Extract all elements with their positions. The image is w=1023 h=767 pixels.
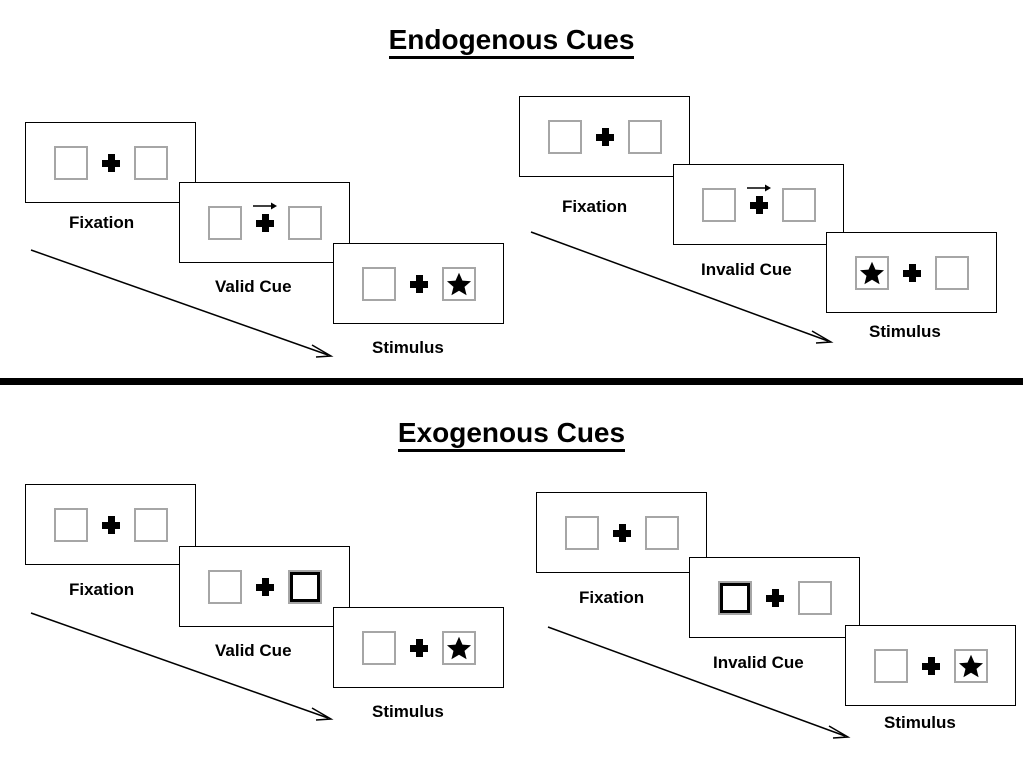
display-area <box>53 145 168 180</box>
fixation-cross-icon <box>255 577 274 596</box>
placeholder-box-right <box>797 580 832 615</box>
placeholder-box-right <box>644 515 679 550</box>
star-target-icon <box>958 654 983 677</box>
arrow-right-cue-icon <box>746 184 771 191</box>
display-area <box>207 569 322 604</box>
time-flow-arrow-exogenous-invalid <box>547 626 851 739</box>
caption-exogenous-valid-stimulus: Stimulus <box>372 702 444 721</box>
cue-box-right <box>287 569 322 604</box>
fixation-cross-icon <box>101 153 120 172</box>
fixation-cross-icon <box>595 127 614 146</box>
placeholder-box-left <box>53 507 88 542</box>
placeholder-box-left <box>564 515 599 550</box>
placeholder-box-left <box>361 266 396 301</box>
display-area <box>361 630 476 665</box>
section-title-exogenous: Exogenous Cues <box>0 417 1023 452</box>
section-title-endogenous: Endogenous Cues <box>0 24 1023 59</box>
placeholder-box-left <box>873 648 908 683</box>
panel-endogenous-valid-fixation <box>25 122 196 203</box>
star-target-icon <box>859 261 884 284</box>
placeholder-box-left <box>361 630 396 665</box>
panel-endogenous-valid-cue <box>179 182 350 263</box>
display-area <box>873 648 988 683</box>
panel-exogenous-valid-fixation <box>25 484 196 565</box>
section-title-endogenous-text: Endogenous Cues <box>388 24 635 59</box>
caption-endogenous-invalid-cue: Invalid Cue <box>701 260 792 279</box>
placeholder-box-right <box>133 145 168 180</box>
section-divider <box>0 378 1023 385</box>
placeholder-box-right <box>934 255 969 290</box>
panel-exogenous-invalid-stimulus <box>845 625 1016 706</box>
panel-endogenous-valid-stimulus <box>333 243 504 324</box>
target-box-right <box>441 630 476 665</box>
display-area <box>564 515 679 550</box>
fixation-cross-icon <box>765 588 784 607</box>
caption-endogenous-valid-cue: Valid Cue <box>215 277 292 296</box>
display-area <box>854 255 969 290</box>
fixation-cross-icon <box>409 638 428 657</box>
panel-exogenous-valid-cue <box>179 546 350 627</box>
star-target-icon <box>446 636 471 659</box>
placeholder-box-right <box>287 205 322 240</box>
panel-endogenous-invalid-fixation <box>519 96 690 177</box>
fixation-cross-icon <box>612 523 631 542</box>
display-area <box>53 507 168 542</box>
target-box-right <box>953 648 988 683</box>
fixation-cross-icon <box>921 656 940 675</box>
caption-endogenous-valid-fixation: Fixation <box>69 213 135 232</box>
fixation-cross-icon <box>101 515 120 534</box>
caption-endogenous-valid-stimulus: Stimulus <box>372 338 444 357</box>
caption-endogenous-invalid-stimulus: Stimulus <box>869 322 941 341</box>
display-area <box>701 184 816 222</box>
caption-exogenous-invalid-cue: Invalid Cue <box>713 653 804 672</box>
placeholder-box-left <box>701 187 736 222</box>
display-area <box>207 202 322 240</box>
placeholder-box-left <box>207 569 242 604</box>
fixation-cross-icon <box>746 184 771 214</box>
display-area <box>717 580 832 615</box>
caption-exogenous-valid-fixation: Fixation <box>69 580 135 599</box>
panel-exogenous-invalid-fixation <box>536 492 707 573</box>
placeholder-box-left <box>547 119 582 154</box>
caption-exogenous-invalid-stimulus: Stimulus <box>884 713 956 732</box>
placeholder-box-right <box>627 119 662 154</box>
panel-exogenous-invalid-cue <box>689 557 860 638</box>
fixation-cross-icon <box>902 263 921 282</box>
placeholder-box-left <box>53 145 88 180</box>
placeholder-box-right <box>133 507 168 542</box>
placeholder-box-left <box>207 205 242 240</box>
section-title-exogenous-text: Exogenous Cues <box>397 417 626 452</box>
panel-endogenous-invalid-cue <box>673 164 844 245</box>
cue-box-left <box>717 580 752 615</box>
panel-exogenous-valid-stimulus <box>333 607 504 688</box>
caption-exogenous-invalid-fixation: Fixation <box>579 588 645 607</box>
target-box-right <box>441 266 476 301</box>
arrow-right-cue-icon <box>252 202 277 209</box>
fixation-cross-icon <box>409 274 428 293</box>
caption-endogenous-invalid-fixation: Fixation <box>562 197 628 216</box>
fixation-cross-icon <box>252 202 277 232</box>
time-flow-arrow-endogenous-valid <box>30 249 334 358</box>
star-target-icon <box>446 272 471 295</box>
display-area <box>547 119 662 154</box>
placeholder-box-right <box>781 187 816 222</box>
display-area <box>361 266 476 301</box>
target-box-left <box>854 255 889 290</box>
panel-endogenous-invalid-stimulus <box>826 232 997 313</box>
caption-exogenous-valid-cue: Valid Cue <box>215 641 292 660</box>
time-flow-arrow-endogenous-invalid <box>530 231 834 344</box>
